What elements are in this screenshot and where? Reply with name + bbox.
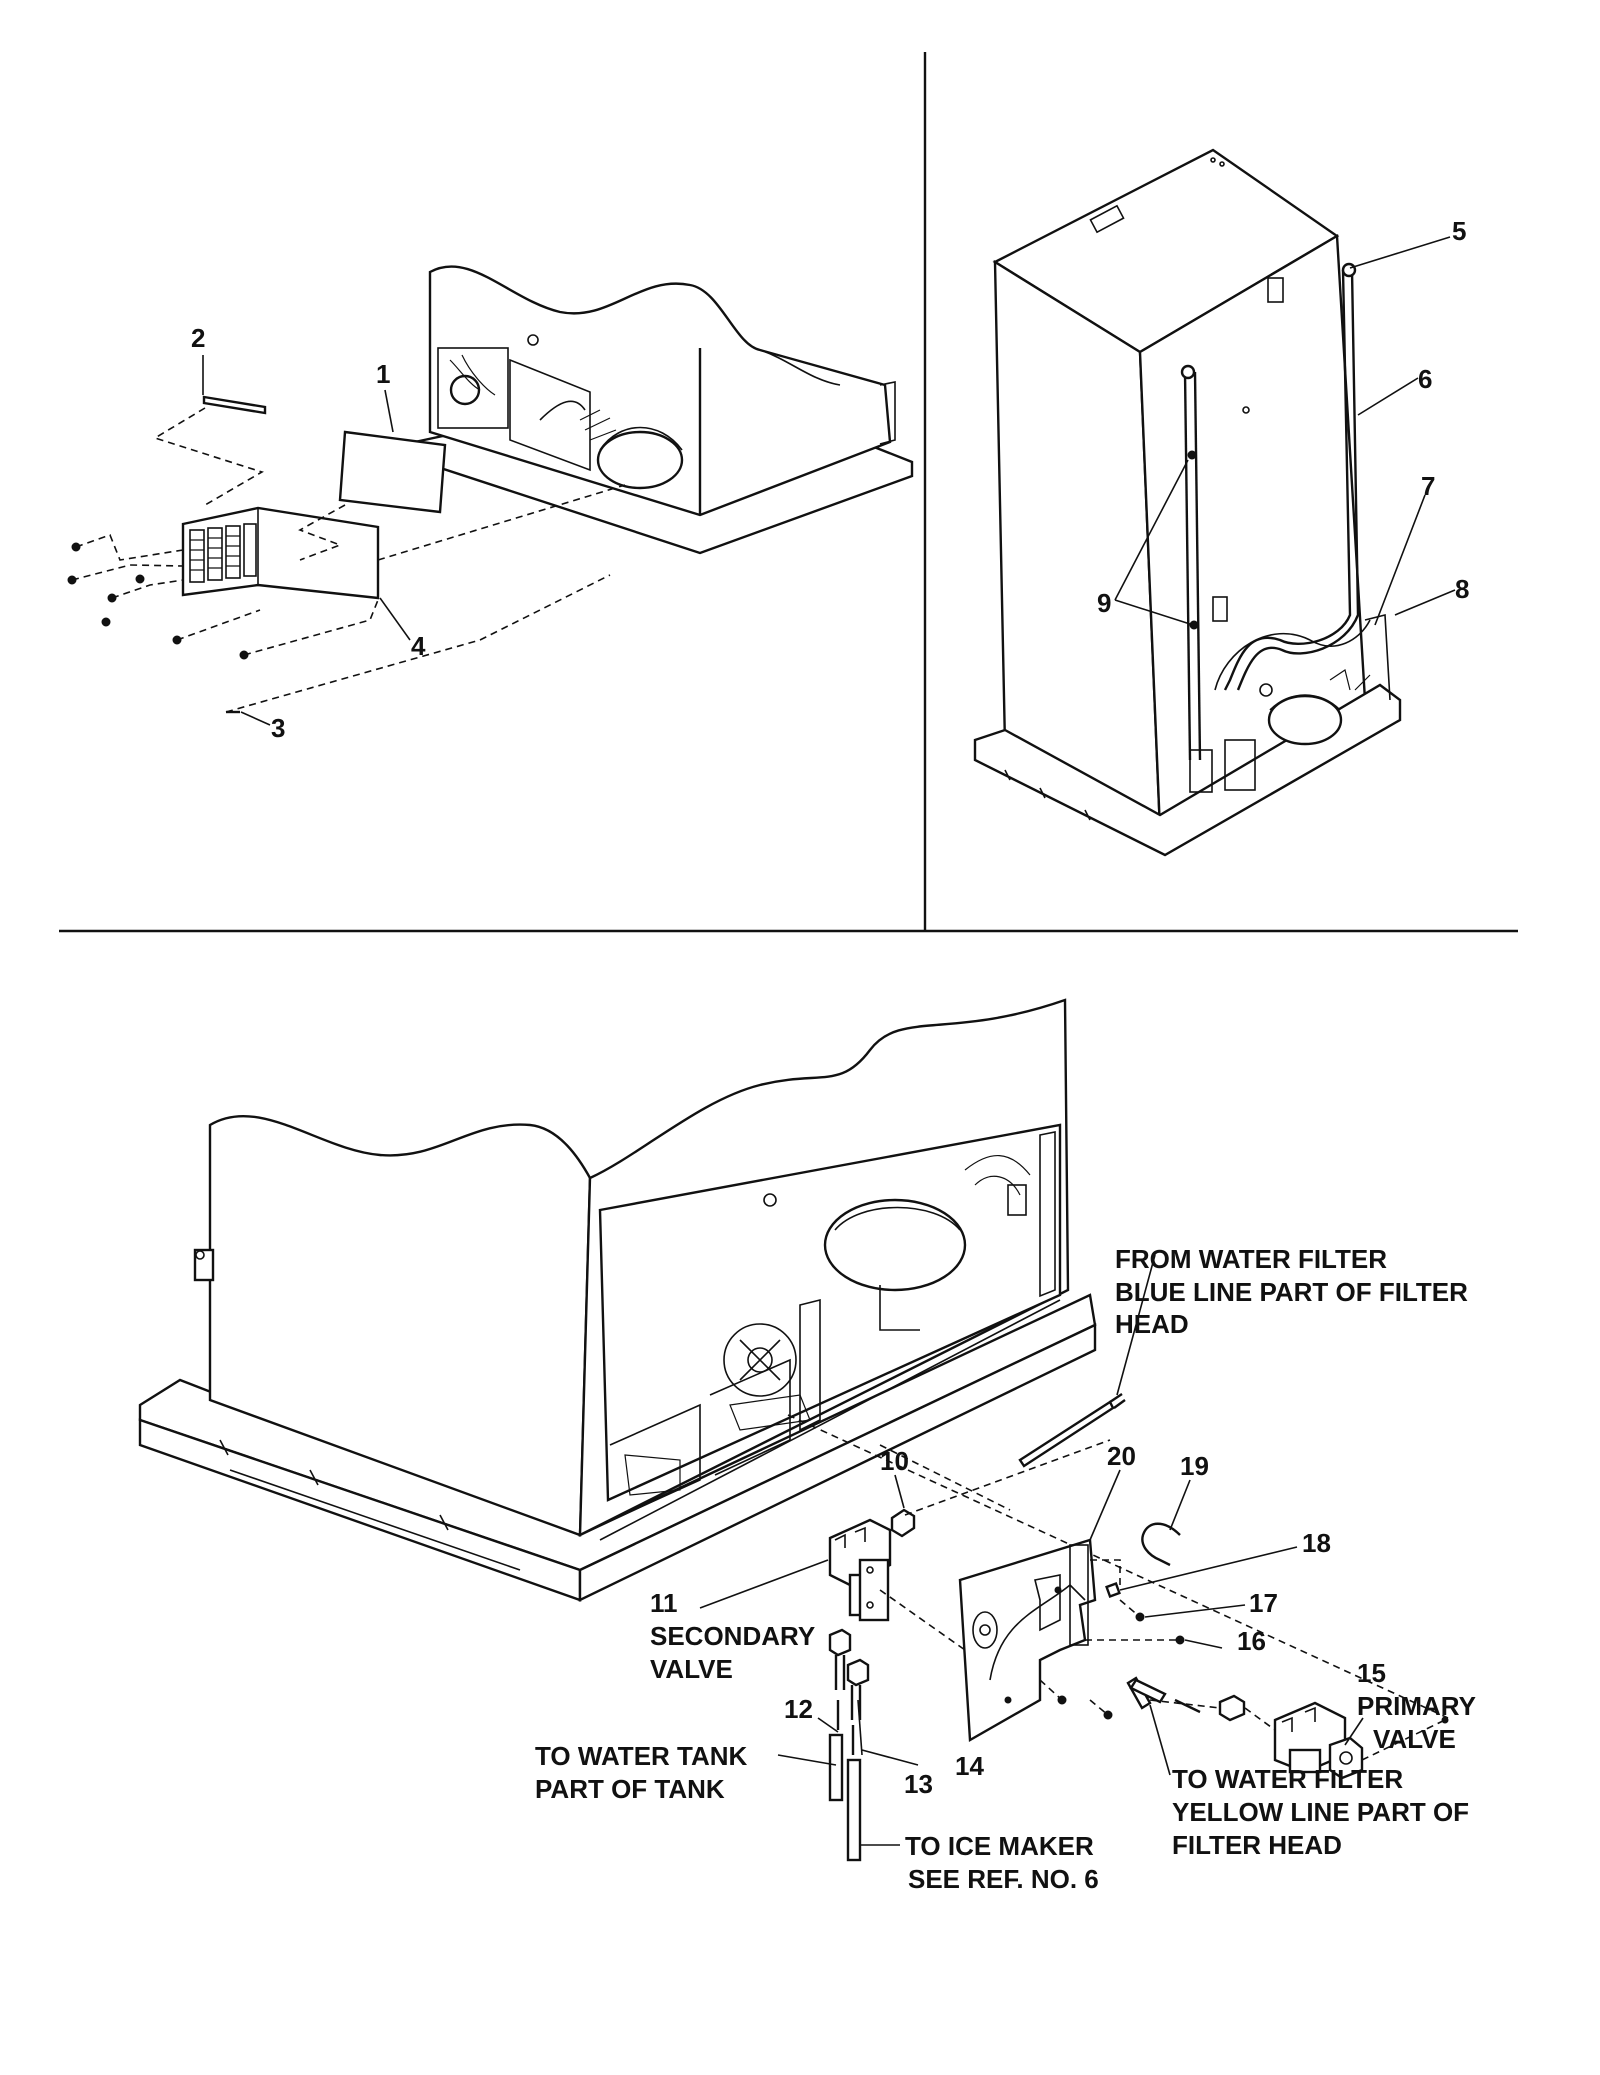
note-yellow-line-line2: YELLOW LINE PART OF	[1172, 1797, 1469, 1827]
callout-13: 13	[904, 1769, 933, 1799]
callout-8: 8	[1455, 574, 1469, 604]
note-ice-maker-line2: SEE REF. NO. 6	[908, 1864, 1099, 1894]
panel-dividers	[59, 52, 1518, 933]
note-secondary-valve-line1: SECONDARY	[650, 1621, 815, 1651]
note-from-water-filter-line1: FROM WATER FILTER	[1115, 1244, 1387, 1274]
note-primary-valve-line1: PRIMARY	[1357, 1691, 1476, 1721]
callout-2: 2	[191, 323, 205, 353]
callout-16: 16	[1237, 1626, 1266, 1656]
callout-19: 19	[1180, 1451, 1209, 1481]
callout-3: 3	[271, 713, 285, 743]
note-water-tank-line2: PART OF TANK	[535, 1774, 725, 1804]
callout-15: 15	[1357, 1658, 1386, 1688]
top-right-refrigerator	[973, 148, 1456, 857]
callout-4: 4	[411, 631, 426, 661]
note-from-water-filter-line3: HEAD	[1115, 1309, 1189, 1339]
callout-14: 14	[955, 1751, 984, 1781]
callout-7: 7	[1421, 471, 1435, 501]
callout-17: 17	[1249, 1588, 1278, 1618]
callout-numbers: 1 2 3 4 5 6 7 8 9 10 11 12 13 14 15 16 1…	[191, 216, 1469, 1799]
bottom-cabinet	[138, 998, 1449, 1719]
note-yellow-line-line3: FILTER HEAD	[1172, 1830, 1342, 1860]
top-left-cabinet	[67, 265, 914, 726]
note-ice-maker-line1: TO ICE MAKER	[905, 1831, 1094, 1861]
note-secondary-valve-line2: VALVE	[650, 1654, 733, 1684]
callout-1: 1	[376, 359, 390, 389]
callout-18: 18	[1302, 1528, 1331, 1558]
callout-20: 20	[1107, 1441, 1136, 1471]
note-yellow-line-line1: TO WATER FILTER	[1172, 1764, 1403, 1794]
callout-5: 5	[1452, 216, 1466, 246]
callout-6: 6	[1418, 364, 1432, 394]
callout-12: 12	[784, 1694, 813, 1724]
callout-10: 10	[880, 1446, 909, 1476]
note-labels: FROM WATER FILTER BLUE LINE PART OF FILT…	[535, 1244, 1476, 1894]
note-water-tank-line1: TO WATER TANK	[535, 1741, 748, 1771]
water-valve-parts	[699, 1254, 1449, 1862]
note-from-water-filter-line2: BLUE LINE PART OF FILTER	[1115, 1277, 1468, 1307]
note-primary-valve-line2: VALVE	[1373, 1724, 1456, 1754]
callout-9: 9	[1097, 588, 1111, 618]
callout-11: 11	[650, 1588, 678, 1618]
